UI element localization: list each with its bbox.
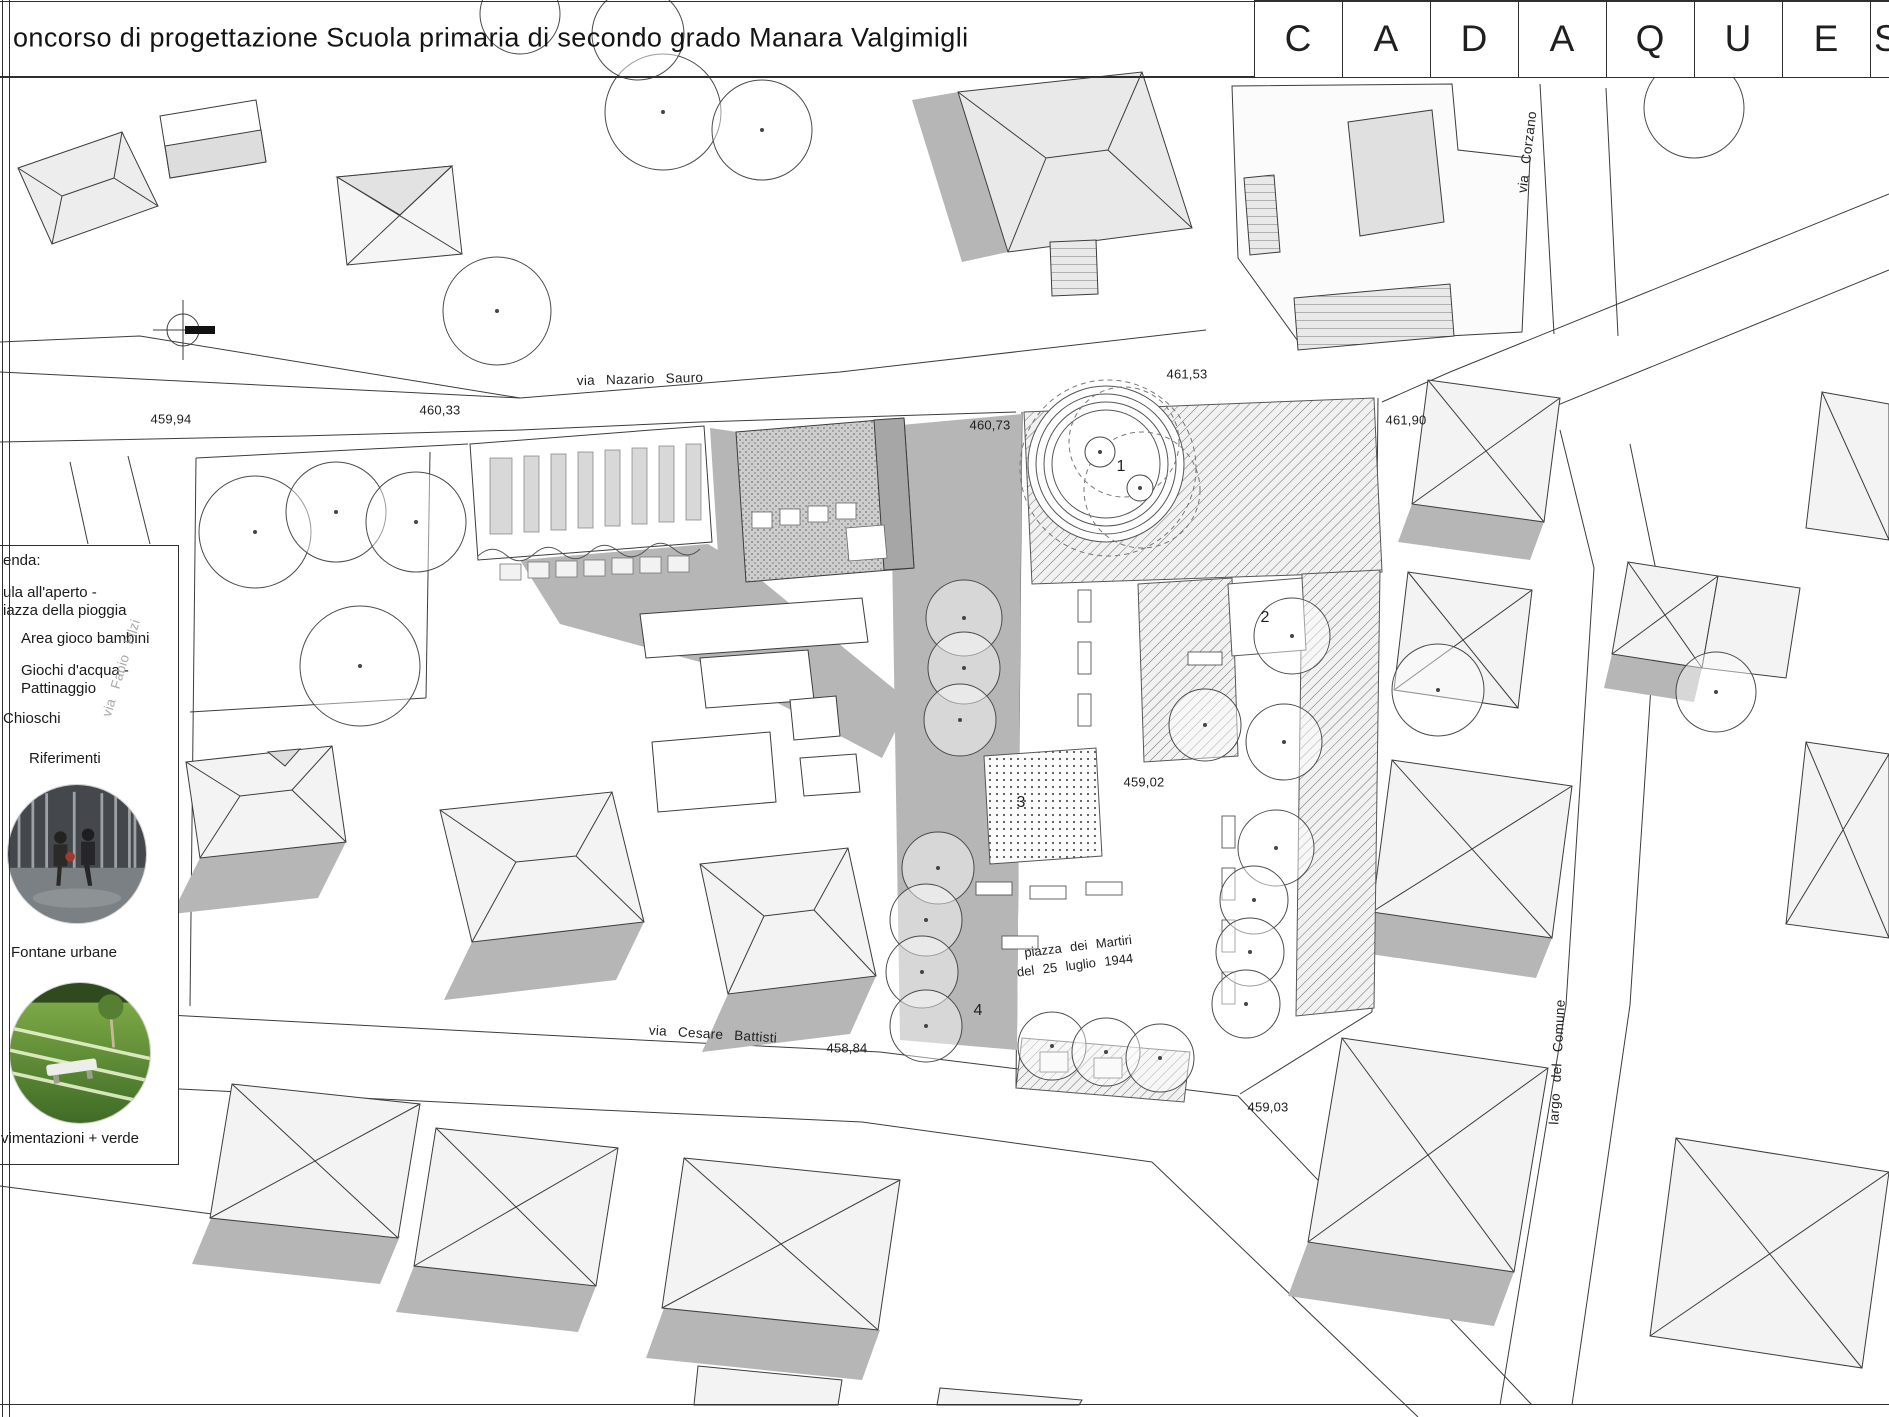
elevation-label: 461,53 [1166,366,1208,382]
title-letter: U [1724,18,1753,59]
title-letter-box: A [1518,1,1606,77]
title-letter-box: D [1430,1,1518,77]
legend-panel: enda: ula all'aperto - iazza della piogg… [0,545,179,1165]
title-letter: D [1460,18,1489,59]
title-letter: A [1549,18,1576,59]
piazza-furniture [975,589,1236,1079]
reference-photo-paving-green [9,982,151,1124]
circular-fountain-feature [1019,379,1201,557]
elevation-label: 460,73 [969,417,1011,433]
project-code-boxes: C A D A Q U E S [1254,0,1889,77]
title-letter-box: Q [1606,1,1694,77]
survey-symbol [153,300,215,360]
title-letter-box: U [1694,1,1782,77]
title-bar: oncorso di progettazione Scuola primaria… [0,0,1889,78]
elevation-label: 461,90 [1385,412,1427,428]
frame-line [0,1,1889,2]
plan-marker-4: 4 [973,1002,983,1019]
title-letter-box: E [1782,1,1870,77]
legend-item-aula-aperto: ula all'aperto - [3,584,97,601]
title-letter: S [1874,18,1889,60]
piazza-layer [975,379,1383,1103]
title-letter: Q [1635,18,1666,59]
frame-line [9,0,10,1417]
title-letter: E [1813,18,1840,59]
legend-heading-riferimenti: Riferimenti [29,750,101,767]
trees-layer [198,0,1757,1093]
elevation-label: 459,94 [150,411,192,427]
water-play-area [983,747,1103,865]
plan-marker-3: 3 [1016,794,1026,811]
title-letter: C [1284,18,1313,59]
elevation-label: 459,02 [1123,774,1165,790]
legend-caption-fontane: Fontane urbane [11,944,117,961]
title-letter-box: C [1254,1,1342,77]
legend-item-aula-aperto-2: iazza della pioggia [3,602,127,619]
legend-caption-pavimentazioni: vimentazioni + verde [1,1130,139,1147]
elevation-label: 460,33 [419,402,461,418]
title-letter-box: S [1870,1,1889,77]
school-building [469,417,915,813]
plan-marker-2: 2 [1260,609,1270,626]
legend-item-chioschi: Chioschi [3,710,61,727]
reference-photo-fountain [7,784,147,924]
frame-line [0,1404,1889,1405]
people-silhouettes [53,828,95,886]
legend-heading: enda: [3,552,41,569]
buildings-layer [17,71,1889,1406]
legend-item-giochi-acqua: Giochi d'acqua - [21,662,129,679]
plan-marker-1: 1 [1116,458,1126,475]
elevation-label: 458,84 [826,1040,868,1056]
elevation-label: 459,03 [1247,1099,1289,1115]
sheet-title: oncorso di progettazione Scuola primaria… [13,22,969,53]
legend-item-giochi-acqua-2: Pattinaggio [21,680,97,697]
title-letter: A [1373,18,1400,59]
title-letter-box: A [1342,1,1430,77]
legend-item-area-gioco: Area gioco bambini [21,630,150,647]
frame-line [2,0,3,1417]
